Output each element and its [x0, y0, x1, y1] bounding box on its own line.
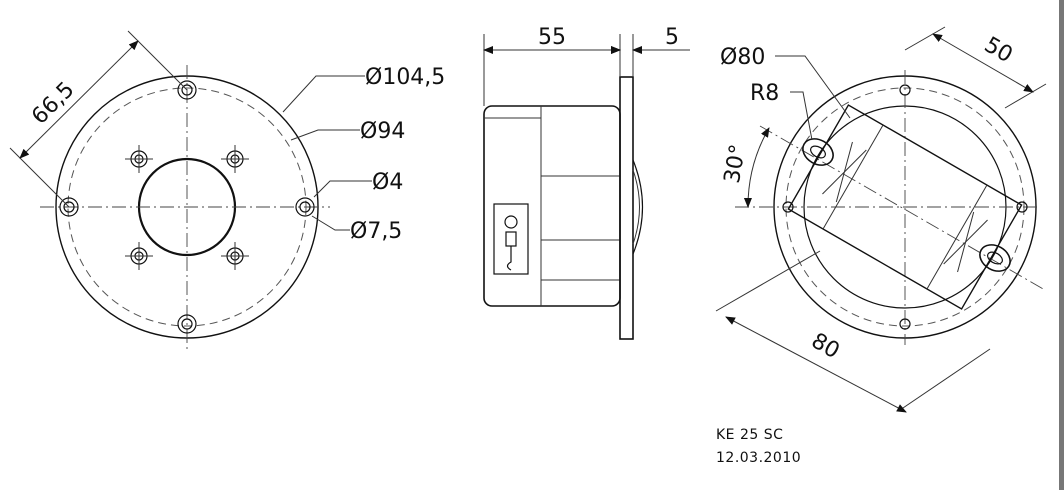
dim-80-diameter: Ø80: [720, 45, 765, 70]
dim-7-5: Ø7,5: [350, 219, 402, 244]
dim-4: Ø4: [372, 170, 403, 195]
front-inner-holes: [125, 145, 249, 270]
mounting-view: Ø80 R8 30° 50 80: [715, 26, 1047, 413]
dim-line-66-5: [19, 40, 139, 159]
dim-30-deg: 30°: [720, 142, 751, 185]
front-mounting-holes: [59, 80, 315, 334]
mount-terminal-lower: [979, 244, 1011, 272]
side-view: 55 5: [483, 25, 690, 340]
dim-55: 55: [538, 25, 566, 50]
dim-94: Ø94: [360, 119, 405, 144]
dim-5: 5: [665, 25, 679, 50]
side-body: [483, 105, 621, 307]
dim-104-5: Ø104,5: [365, 65, 445, 90]
angle-arc-30: [743, 127, 770, 208]
side-terminal: [493, 203, 529, 275]
dim-line-50: [932, 33, 1034, 93]
dim-80: 80: [807, 329, 844, 365]
dim-line-80: [725, 316, 907, 413]
dim-66-5: 66,5: [27, 77, 79, 129]
mount-terminal-upper: [802, 138, 834, 166]
side-dome: [632, 159, 644, 255]
side-flange: [619, 76, 634, 340]
dim-50: 50: [980, 33, 1017, 69]
window-edge: [1059, 0, 1064, 490]
drawing-model-label: KE 25 SC: [716, 427, 784, 443]
front-view: 66,5 Ø104,5 Ø94 Ø4 Ø7,5: [9, 30, 445, 350]
drawing-date-label: 12.03.2010: [716, 450, 802, 466]
dim-r8: R8: [750, 81, 779, 106]
